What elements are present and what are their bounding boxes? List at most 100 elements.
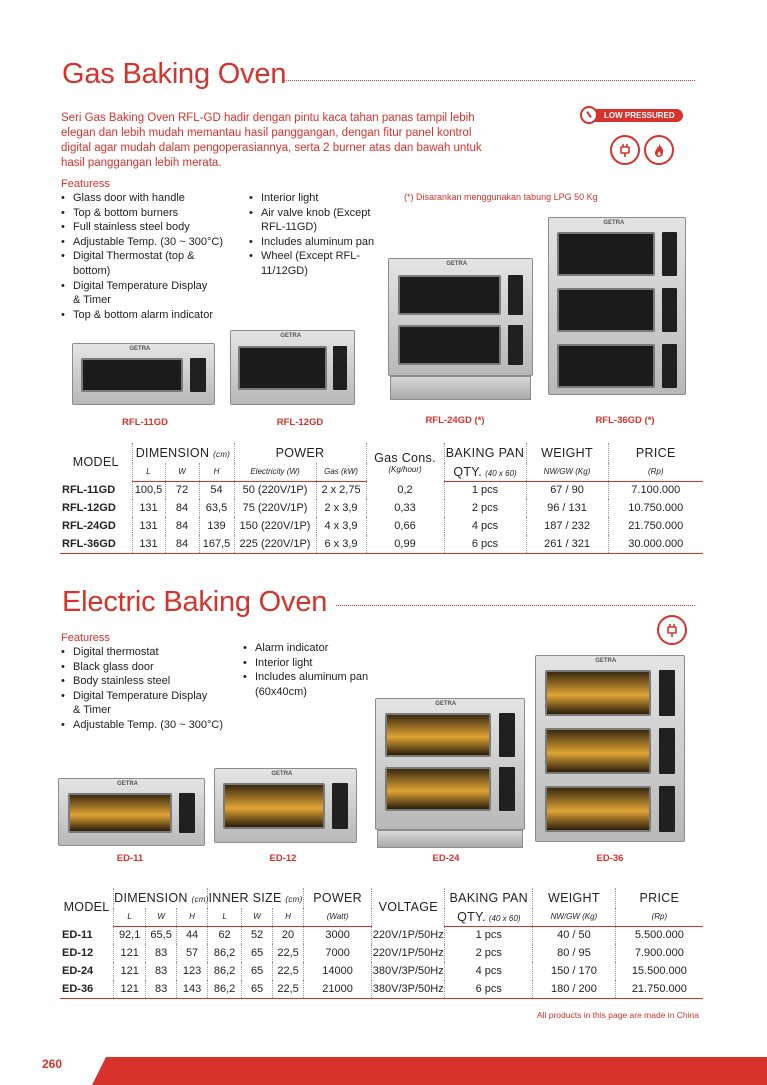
col-header: MODEL [72,455,119,469]
electric-spec-table: MODEL DIMENSION (cm) INNER SIZE (cm) POW… [60,888,703,999]
oven-image-ed-24: GETRA [375,698,525,830]
col-header: BAKING PAN [444,888,533,908]
oven-image-rfl-11gd: GETRA [72,343,215,405]
col-header: PRICE [607,443,704,463]
sub-header: H [272,908,304,927]
sub-header: Gas (kW) [315,463,367,482]
sub-header: L [207,908,242,927]
feature-item: Body stainless steel [61,674,231,689]
feature-item: Adjustable Temp. (30 ~ 300°C) [61,235,236,250]
flame-icon [644,135,674,165]
product-label: ED-24 [432,853,460,864]
electric-section-title: Electric Baking Oven [62,586,328,618]
product-label: ED-12 [269,853,297,864]
sub-header: NW/GW (Kg) [532,908,616,927]
product-label: RFL-24GD (*) [425,415,485,426]
electric-features-heading: Featuress [61,632,110,644]
feature-item: Interior light [249,191,389,206]
sub-header: NW/GW (Kg) [525,463,609,482]
feature-item: Digital Temperature Display & Timer [61,689,216,718]
sub-header: QTY. (40 x 60) [443,463,527,482]
sub-header: L [113,908,146,927]
col-header: WEIGHT [532,888,616,908]
col-header: PRICE [614,888,703,908]
table-header-row: MODEL DIMENSION (cm) POWER Gas Cons.(Kg/… [60,443,704,481]
sub-header: (Rp) [607,463,704,482]
oven-image-rfl-36gd: GETRA [548,217,686,395]
col-header: DIMENSION (cm) [131,443,234,463]
low-pressure-label: LOW PRESSURED [590,109,683,122]
table-subheader-row: L W H L W H (Watt) QTY. (40 x 60) NW/GW … [60,908,703,927]
feature-item: Black glass door [61,660,231,675]
gauge-icon [580,106,598,124]
col-header: POWER [303,888,372,908]
product-label: ED-11 [116,853,144,864]
lpg-note: (*) Disarankan menggunakan tabung LPG 50… [404,192,598,202]
sub-header: QTY. (40 x 60) [444,908,533,927]
oven-stand [377,830,523,848]
gas-features-list-1: Glass door with handle Top & bottom burn… [61,191,236,322]
feature-item: Digital thermostat [61,645,231,660]
gas-section-title: Gas Baking Oven [62,58,287,90]
title-divider [284,80,695,81]
oven-image-ed-11: GETRA [58,778,205,846]
feature-item: Glass door with handle [61,191,236,206]
electric-features-list-2: Alarm indicator Interior light Includes … [243,641,383,699]
product-label: RFL-12GD [276,417,324,428]
sub-header: W [241,908,273,927]
page-number: 260 [42,1057,63,1071]
gas-features-list-2: Interior light Air valve knob (Except RF… [249,191,389,279]
col-header: INNER SIZE (cm) [207,888,304,908]
feature-item: Interior light [243,656,383,671]
sub-header: H [198,463,234,482]
product-label: ED-36 [596,853,624,864]
gas-features-heading: Featuress [61,178,110,190]
col-header: DIMENSION (cm) [113,888,208,908]
oven-stand [390,376,531,400]
feature-item: Air valve knob (Except RFL-11GD) [249,206,374,235]
sub-header: H [176,908,208,927]
col-header: Gas Cons.(Kg/hour) [365,443,445,481]
electric-features-list-1: Digital thermostat Black glass door Body… [61,645,231,733]
oven-image-rfl-12gd: GETRA [230,330,355,405]
low-pressure-badge: LOW PRESSURED [580,106,685,126]
table-header-row: MODEL DIMENSION (cm) INNER SIZE (cm) POW… [60,888,703,926]
feature-item: Top & bottom burners [61,206,236,221]
col-header: MODEL [63,900,110,914]
footer-bar [92,1057,767,1085]
feature-item: Wheel (Except RFL-11/12GD) [249,249,369,278]
oven-image-rfl-24gd: GETRA [388,258,533,376]
sub-header: (Rp) [614,908,703,927]
sub-header: (Watt) [303,908,372,927]
plug-icon [610,135,640,165]
feature-item: Includes aluminum pan [249,235,389,250]
product-label: RFL-36GD (*) [595,415,655,426]
product-label: RFL-11GD [122,417,168,428]
oven-image-ed-12: GETRA [214,768,357,843]
sub-header: W [145,908,177,927]
sub-header: W [164,463,199,482]
sub-header: L [131,463,165,482]
title-divider [336,605,695,606]
gas-intro-text: Seri Gas Baking Oven RFL-GD hadir dengan… [61,112,482,169]
col-header: BAKING PAN [443,443,527,463]
gas-spec-table: MODEL DIMENSION (cm) POWER Gas Cons.(Kg/… [60,443,704,554]
table-subheader-row: L W H Electricity (W) Gas (kW) QTY. (40 … [60,463,704,482]
feature-item: Full stainless steel body [61,220,236,235]
feature-item: Top & bottom alarm indicator [61,308,236,323]
feature-item: Adjustable Temp. (30 ~ 300°C) [61,718,231,733]
feature-item: Includes aluminum pan (60x40cm) [243,670,378,699]
made-in-china-note: All products in this page are made in Ch… [536,1010,699,1020]
col-header: VOLTAGE [371,888,445,926]
plug-icon [657,615,687,645]
col-header: WEIGHT [525,443,609,463]
oven-image-ed-36: GETRA [535,655,685,842]
